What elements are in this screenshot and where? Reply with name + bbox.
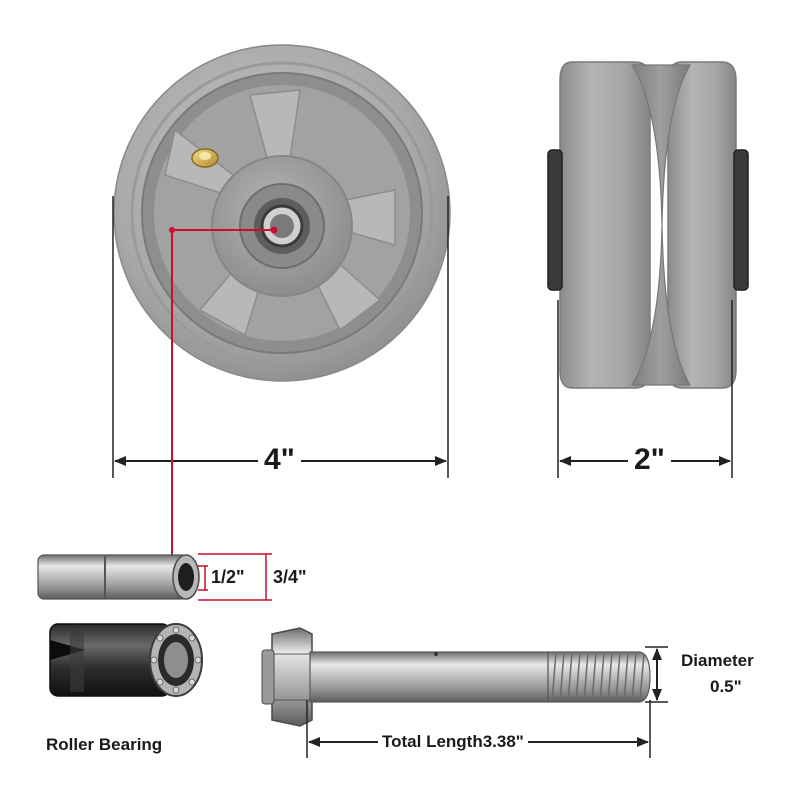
axle-diameter-caption: Diameter — [681, 651, 754, 671]
roller-bearing — [49, 623, 203, 697]
axle-total-length-label: Total Length3.38" — [378, 732, 528, 752]
dim-axle-diameter — [645, 646, 668, 703]
bore-leader-line — [169, 226, 278, 578]
axle-bolt — [261, 627, 651, 727]
axle-diameter-value: 0.5" — [710, 677, 742, 697]
wheel-width-label: 2" — [628, 443, 671, 477]
roller-bearing-caption: Roller Bearing — [46, 735, 163, 755]
spacer-bushing — [37, 553, 272, 601]
grease-fitting-icon — [191, 148, 219, 168]
bushing-outer-diameter-label: 3/4" — [273, 567, 307, 588]
wheel-front-view — [113, 44, 451, 382]
wheel-side-view — [547, 61, 749, 389]
bushing-inner-diameter-label: 1/2" — [211, 567, 245, 588]
wheel-diameter-label: 4" — [258, 443, 301, 477]
